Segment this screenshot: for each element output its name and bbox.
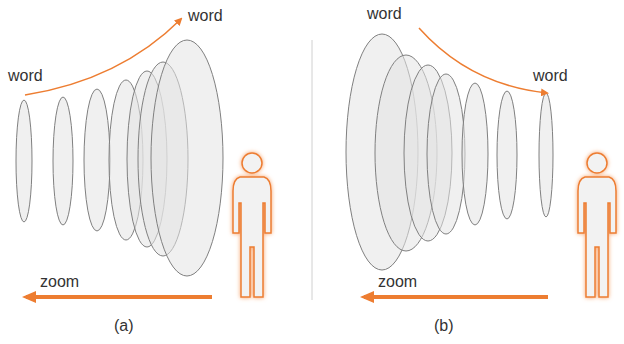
shrink-arrow xyxy=(419,28,547,93)
word-label: word xyxy=(188,6,223,25)
zoom-arrow xyxy=(26,295,212,299)
word-label: word xyxy=(8,66,43,85)
viewer-figure xyxy=(233,153,271,297)
panel-label: (b) xyxy=(434,316,454,335)
zoom-arrow xyxy=(364,295,548,299)
growth-arrow xyxy=(25,19,181,95)
zoom-label: zoom xyxy=(378,272,417,291)
lens-ellipses xyxy=(346,34,553,270)
panel-label: (a) xyxy=(114,316,134,335)
divider-line xyxy=(312,40,313,300)
word-label: word xyxy=(367,4,402,23)
word-label: word xyxy=(533,66,568,85)
lens-ellipses xyxy=(16,40,223,276)
zoom-label: zoom xyxy=(40,272,79,291)
viewer-figure xyxy=(578,153,616,297)
